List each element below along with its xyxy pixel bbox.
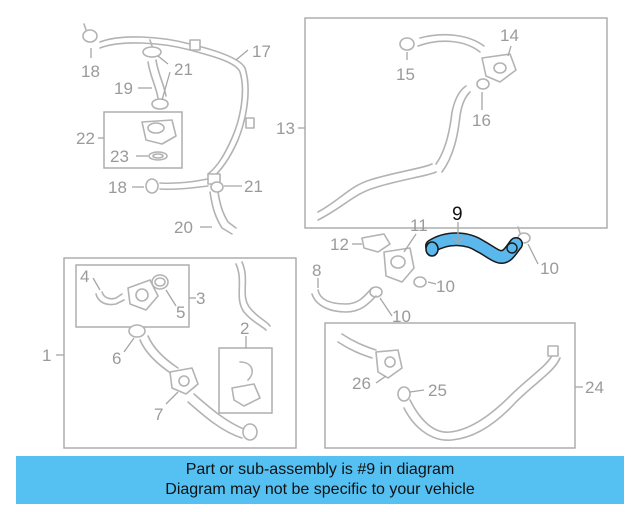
hose-19 <box>147 59 169 110</box>
pipe-4 <box>95 291 125 306</box>
callout-16: 16 <box>472 111 491 130</box>
callout-10-middle: 10 <box>436 277 455 296</box>
exploded-parts-diagram: 18 21 19 17 22 23 18 21 20 13 15 14 16 9… <box>42 17 608 449</box>
hose-assembly-24 <box>337 333 561 441</box>
callout-11: 11 <box>410 216 428 235</box>
thermostat-housing-22 <box>141 119 177 145</box>
callout-18-top: 18 <box>81 62 100 81</box>
callout-7: 7 <box>154 405 163 424</box>
callout-17: 17 <box>252 42 271 61</box>
valve-7 <box>169 367 199 395</box>
group-box-24 <box>324 322 576 449</box>
hose-clamp-21-bottom <box>210 181 224 193</box>
clamp-16 <box>476 78 490 90</box>
callout-18-bottom: 18 <box>108 178 127 197</box>
callout-14: 14 <box>500 26 519 45</box>
group-box-1 <box>63 257 297 449</box>
callout-13: 13 <box>276 119 295 138</box>
callout-15: 15 <box>396 65 415 84</box>
water-outlet-11 <box>383 247 415 283</box>
hose-20 <box>209 191 237 235</box>
callout-20: 20 <box>174 218 193 237</box>
leader-lines <box>56 45 583 405</box>
housing-3 <box>127 279 159 311</box>
clamp-25 <box>397 386 411 402</box>
callout-2: 2 <box>240 319 249 338</box>
hose-7-lower <box>187 393 258 441</box>
info-banner: Part or sub-assembly is #9 in diagram Di… <box>16 456 624 504</box>
hose-9-highlighted[interactable] <box>425 232 523 264</box>
callout-labels: 18 21 19 17 22 23 18 21 20 13 15 14 16 9… <box>42 26 604 424</box>
callout-10-lower: 10 <box>392 307 411 326</box>
callout-3: 3 <box>196 289 205 308</box>
clamp-15 <box>399 37 415 51</box>
clamp-10-middle <box>413 276 427 288</box>
callout-24: 24 <box>585 378 604 397</box>
callout-4: 4 <box>80 267 89 286</box>
pipe-8 <box>311 287 377 313</box>
group-box-22 <box>103 111 183 169</box>
callout-19: 19 <box>114 79 133 98</box>
hose-6 <box>128 324 179 375</box>
callout-21-top: 21 <box>174 60 193 79</box>
callout-12: 12 <box>330 235 349 254</box>
callout-26: 26 <box>352 374 371 393</box>
callout-8: 8 <box>312 261 321 280</box>
connector-26 <box>375 349 403 379</box>
hose-clamp-18-bottom <box>145 178 159 194</box>
connector-14 <box>481 53 517 83</box>
hose-clamp-18-top <box>82 23 98 43</box>
pipe-assembly-17 <box>99 36 255 191</box>
hose-clamp-21-top <box>142 39 162 58</box>
callout-25: 25 <box>428 381 447 400</box>
callout-6: 6 <box>112 349 121 368</box>
banner-line-disclaimer: Diagram may not be specific to your vehi… <box>165 481 475 498</box>
callout-5: 5 <box>176 303 185 322</box>
part-2 <box>231 361 261 407</box>
hose-assembly-13 <box>317 33 485 221</box>
callout-21-bottom: 21 <box>244 177 263 196</box>
callout-9[interactable]: 9 <box>452 204 463 225</box>
callout-10-right: 10 <box>540 259 559 278</box>
group-box-13 <box>304 17 608 229</box>
bracket-12 <box>361 233 391 253</box>
callout-1: 1 <box>42 346 51 365</box>
callout-23: 23 <box>110 147 129 166</box>
gasket-23 <box>148 151 168 161</box>
banner-line-part-number: Part or sub-assembly is #9 in diagram <box>185 461 455 478</box>
callout-22: 22 <box>76 129 95 148</box>
pipe-1-upright <box>235 261 271 331</box>
o-ring-5 <box>151 274 169 290</box>
